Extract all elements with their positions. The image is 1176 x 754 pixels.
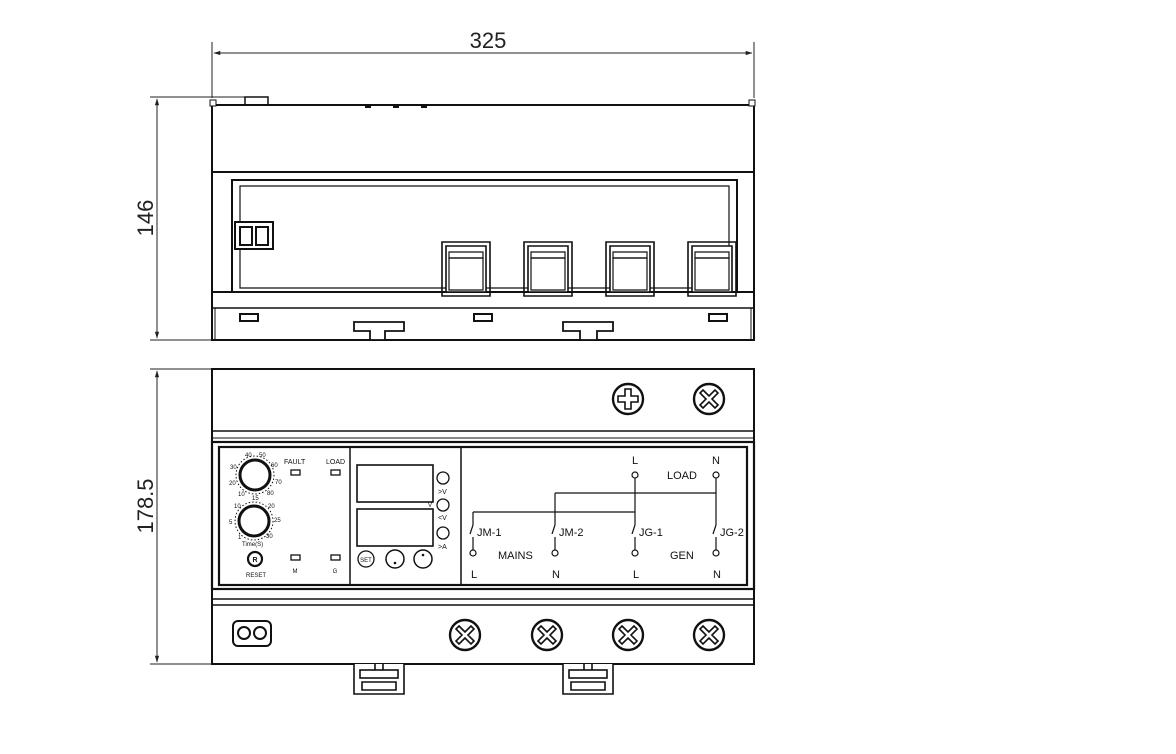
din-clip-top-right xyxy=(562,321,614,341)
v-mark: V xyxy=(428,503,432,509)
svg-text:10: 10 xyxy=(238,492,245,498)
reset-button[interactable] xyxy=(246,550,264,568)
front-panel xyxy=(217,445,749,587)
svg-text:40: 40 xyxy=(245,453,252,459)
svg-text:50: 50 xyxy=(259,453,266,459)
delay-knob-top[interactable] xyxy=(238,458,272,492)
din-clip-top-left xyxy=(353,321,405,341)
mains-n-label: N xyxy=(552,569,560,581)
current-display xyxy=(356,508,434,547)
mains-led xyxy=(290,554,301,561)
svg-text:5: 5 xyxy=(229,520,233,526)
reset-label: RESET xyxy=(246,573,266,579)
screw-x-top-2 xyxy=(692,382,726,416)
jg2-label: JG-2 xyxy=(720,527,744,539)
svg-text:60: 60 xyxy=(271,463,278,469)
over-current-label: >A xyxy=(438,544,447,551)
svg-text:25: 25 xyxy=(274,518,281,524)
under-voltage-label: <V xyxy=(438,515,447,522)
load-led xyxy=(330,469,341,476)
svg-text:20: 20 xyxy=(229,481,236,487)
front-view: 178.5 40 50 30 60 20 70 10 80 15 xyxy=(133,368,756,695)
terminal-block-1 xyxy=(441,241,491,297)
svg-text:80: 80 xyxy=(267,491,274,497)
top-tab xyxy=(244,96,269,105)
time-label: Time(S) xyxy=(242,542,263,548)
svg-text:15: 15 xyxy=(252,496,259,502)
jm1-label: JM-1 xyxy=(477,527,501,539)
gen-label: GEN xyxy=(670,550,694,562)
over-voltage-label: >V xyxy=(438,489,447,496)
timer-section: 40 50 30 60 20 70 10 80 15 10 20 5 25 1 … xyxy=(229,453,345,579)
din-clip-bottom-right xyxy=(562,664,614,695)
load-indicator-label: LOAD xyxy=(326,459,345,466)
set-button[interactable] xyxy=(357,550,375,568)
terminal-block-3 xyxy=(605,241,655,297)
gen-l-label: L xyxy=(633,569,639,581)
din-clip-bottom-left xyxy=(353,664,405,695)
jg1-label: JG-1 xyxy=(639,527,663,539)
down-button[interactable] xyxy=(385,549,405,569)
screw-x-bottom-2 xyxy=(530,618,564,652)
screw-x-bottom-3 xyxy=(611,618,645,652)
gen-n-label: N xyxy=(713,569,721,581)
top-left-connector xyxy=(234,221,274,250)
wiring-diagram xyxy=(469,471,720,557)
height-dimension-label-front: 178.5 xyxy=(133,478,158,533)
screw-plus-top-1 xyxy=(611,382,645,416)
reset-icon: R xyxy=(252,557,257,564)
svg-text:30: 30 xyxy=(266,534,273,540)
voltage-display xyxy=(356,464,434,503)
width-dimension-label: 325 xyxy=(470,28,507,53)
load-label: LOAD xyxy=(667,470,697,482)
g-label: G xyxy=(333,569,338,575)
fault-label: FAULT xyxy=(284,459,306,466)
bottom-connector xyxy=(232,620,272,647)
up-button[interactable] xyxy=(413,549,433,569)
display-section: >V V <V >A SET xyxy=(356,464,450,569)
set-label: SET xyxy=(360,558,372,564)
load-n-label: N xyxy=(712,455,720,467)
load-l-label: L xyxy=(632,455,638,467)
svg-text:10: 10 xyxy=(234,504,241,510)
jm2-label: JM-2 xyxy=(559,527,583,539)
svg-text:20: 20 xyxy=(268,504,275,510)
mains-label: MAINS xyxy=(498,550,533,562)
m-label: M xyxy=(293,569,298,575)
top-housing xyxy=(211,104,755,341)
terminal-block-4 xyxy=(687,241,737,297)
screw-x-bottom-1 xyxy=(448,618,482,652)
top-view: 325 146 xyxy=(133,28,756,341)
gen-led xyxy=(330,554,341,561)
svg-text:70: 70 xyxy=(275,480,282,486)
terminal-block-2 xyxy=(523,241,573,297)
fault-led xyxy=(290,469,301,476)
height-dimension-label-top: 146 xyxy=(133,200,158,237)
delay-knob-bottom[interactable] xyxy=(237,504,271,538)
mains-l-label: L xyxy=(471,569,477,581)
svg-text:1: 1 xyxy=(238,535,242,541)
screw-x-bottom-4 xyxy=(692,618,726,652)
svg-text:30: 30 xyxy=(230,465,237,471)
